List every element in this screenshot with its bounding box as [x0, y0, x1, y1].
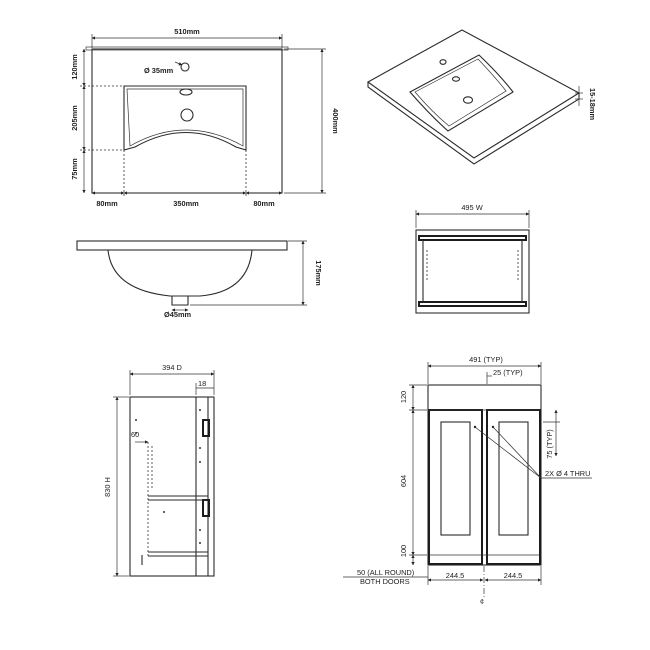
- side-bowl-curve: [107, 249, 253, 297]
- cab-side-hole: [199, 542, 201, 544]
- dim-waste-label: Ø45mm: [164, 310, 192, 319]
- cab-side-hole: [135, 432, 137, 434]
- iso-edge: [367, 82, 580, 165]
- cabinet-side-view: 394 D 18 60 830 H: [103, 363, 215, 577]
- overflow-icon: [179, 88, 193, 96]
- side-slab: [76, 240, 288, 251]
- centerline-mark: ¢: [480, 597, 484, 606]
- sink-iso-view: 15-18mm: [366, 29, 597, 165]
- gap-label-line2: BOTH DOORS: [360, 577, 410, 586]
- dim-cab-height-label: 830 H: [103, 477, 112, 497]
- sink-bowl-inner: [126, 88, 244, 147]
- cab-front-panel-left: [440, 421, 471, 536]
- dim-inner-label: 75 (TYP): [545, 429, 554, 459]
- dim-front-width-label: 491 (TYP): [469, 355, 503, 364]
- iso-top-surface: [366, 29, 581, 159]
- sink-bowl-outline: [123, 85, 247, 151]
- dim-plinth-label: 100: [399, 545, 408, 557]
- cab-side-hole: [163, 511, 165, 513]
- cab-side-outline: [129, 396, 215, 577]
- cab-side-hole: [199, 447, 201, 449]
- leader-line: [474, 426, 542, 479]
- dim-back-label: 120mm: [70, 54, 79, 80]
- holes-label: 2X Ø 4 THRU: [545, 469, 590, 478]
- dim-cab-depth-label: 394 D: [162, 363, 182, 372]
- sink-side-view: 175mm Ø45mm: [76, 240, 323, 319]
- tap-hole-label: Ø 35mm: [144, 66, 174, 75]
- cab-side-hole: [199, 409, 201, 411]
- dim-door-h-label: 604: [399, 475, 408, 487]
- sink-top-back-edge: [85, 46, 289, 51]
- cab-top-front-rail: [418, 301, 527, 307]
- cab-side-hinge: [202, 419, 210, 437]
- sink-top-view: 510mm Ø 35mm 400mm 120mm 205mm 75mm 80mm…: [70, 27, 340, 208]
- dim-stile-label: 25 (TYP): [493, 368, 523, 377]
- dim-left-label: 80mm: [96, 199, 118, 208]
- cab-side-hole: [199, 529, 201, 531]
- side-waste-spigot: [171, 296, 189, 306]
- iso-bowl-inner: [414, 58, 507, 127]
- cab-top-outline: [415, 229, 530, 314]
- iso-tap-hole-icon: [439, 59, 447, 65]
- dim-cab-width-label: 495 W: [461, 203, 482, 212]
- dim-door-right-label: 244.5: [504, 571, 523, 580]
- iso-bowl: [409, 54, 514, 132]
- dim-door-left-label: 244.5: [446, 571, 465, 580]
- dim-width-label: 510mm: [174, 27, 200, 36]
- cab-side-hinge: [202, 499, 210, 517]
- cab-front-door-right: [486, 409, 541, 565]
- cab-front-door-left: [428, 409, 483, 565]
- dim-bowl-width-label: 350mm: [173, 199, 199, 208]
- cabinet-top-view: 495 W: [415, 203, 530, 314]
- dim-panel-label: 18: [198, 379, 206, 388]
- leader-line: [174, 61, 183, 66]
- cabinet-front-view: 491 (TYP) 25 (TYP) 2X Ø 4 THRU 75 (TYP) …: [343, 355, 592, 606]
- dim-top-rail-label: 120: [399, 391, 408, 403]
- cab-front-panel-right: [498, 421, 529, 536]
- cab-top-back-rail: [418, 235, 527, 241]
- iso-waste-icon: [462, 96, 474, 104]
- gap-label-line1: 50 (ALL ROUND): [357, 568, 414, 577]
- leader-line: [492, 426, 542, 479]
- cab-side-hole: [199, 461, 201, 463]
- dim-rail-label: 60: [131, 430, 139, 439]
- iso-edge-label: 15-18mm: [588, 88, 597, 120]
- cab-front-outline: [427, 384, 542, 566]
- dim-side-height-label: 175mm: [314, 260, 323, 286]
- dim-front-label: 75mm: [70, 158, 79, 180]
- dim-right-label: 80mm: [253, 199, 275, 208]
- tap-hole-icon: [180, 62, 190, 72]
- waste-hole-icon: [180, 108, 194, 122]
- dim-bowl-label: 205mm: [70, 105, 79, 131]
- dim-depth-label: 400mm: [331, 108, 340, 134]
- cab-side-hole: [135, 419, 137, 421]
- iso-overflow-icon: [451, 76, 461, 82]
